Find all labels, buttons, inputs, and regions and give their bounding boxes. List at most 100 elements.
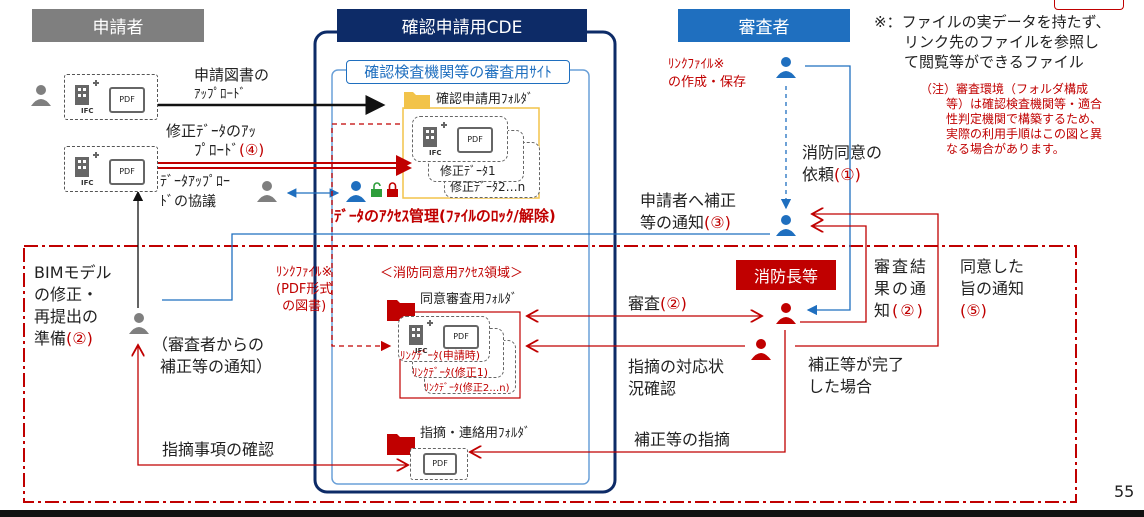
note-sub-line: （注）審査環境（フォルダ構成 — [920, 82, 1089, 96]
applicant-file-box: IFC PDF — [64, 74, 158, 120]
unlock-icon — [371, 182, 382, 197]
applicant-fix-box: IFC PDF — [64, 146, 158, 192]
page-number: 55 — [1114, 482, 1135, 501]
fix-upload-text: ﾌﾟﾛｰﾄﾞ — [194, 141, 240, 159]
rev-file-2-label: 修正ﾃﾞｰﾀ2…n — [450, 180, 526, 194]
completed-line: した場合 — [808, 377, 873, 396]
bim-fix-line-4: 準備(②) — [34, 328, 112, 350]
link-rev2-label: ﾘﾝｸﾃﾞｰﾀ(修正2…n) — [424, 383, 510, 394]
bottom-bar — [0, 510, 1144, 517]
folder-icon — [404, 92, 430, 109]
note-sub-line: 実際の利用手順はこの図と異 — [946, 127, 1103, 141]
svg-text:IFC: IFC — [81, 107, 94, 115]
person-icon — [257, 181, 277, 202]
fire-request-line-2: 依頼(①) — [802, 164, 882, 186]
person-icon — [776, 57, 796, 78]
result-notice-text: 知 — [874, 301, 893, 320]
rev-file-1-label: 修正ﾃﾞｰﾀ1 — [440, 164, 496, 178]
svg-text:IFC: IFC — [429, 149, 442, 157]
upload-label-line: ｱｯﾌﾟﾛｰﾄﾞ — [194, 87, 246, 102]
pdf-icon: PDF — [443, 325, 479, 349]
link-create-label: ﾘﾝｸﾌｧｲﾙ※ の作成・保存 — [668, 56, 746, 92]
header-applicant: 申請者 — [32, 9, 204, 42]
note-main: ※：ファイルの実データを持たず、 リンク先のファイルを参照し て閲覧等ができるフ… — [874, 12, 1111, 72]
bim-fix-label: BIMモデル の修正・ 再提出の 準備(②) — [34, 262, 112, 350]
note-sub-line: なる場合があります。 — [946, 142, 1065, 156]
link-pdf-line: の図書) — [282, 299, 327, 314]
folder-icon — [387, 434, 415, 455]
consent-notice-num: (⑤) — [960, 301, 987, 320]
header-reviewer: 審査者 — [678, 9, 850, 42]
fire-request-label: 消防同意の 依頼(①) — [802, 142, 882, 186]
ifc-building-icon: IFC — [75, 80, 99, 115]
svg-text:IFC: IFC — [81, 179, 94, 187]
fire-consent-region — [23, 245, 1077, 503]
link-initial-label: ﾘﾝｸﾃﾞｰﾀ(申請時) — [400, 349, 481, 362]
review-num: (②) — [660, 294, 687, 313]
note-main-line: て閲覧等ができるファイル — [904, 53, 1084, 71]
svg-text:IFC: IFC — [415, 347, 428, 355]
lock-icon — [387, 182, 398, 197]
consent-notice-line: 同意した — [960, 257, 1025, 276]
pdf-icon: PDF — [423, 453, 457, 475]
comment-file-box: PDF — [410, 448, 468, 480]
fix-upload-line: 修正ﾃﾞｰﾀのｱｯ — [166, 122, 257, 140]
correction-comment-label: 補正等の指摘 — [634, 430, 731, 449]
fix-upload-label: 修正ﾃﾞｰﾀのｱｯ ﾌﾟﾛｰﾄﾞ(④) — [166, 122, 264, 160]
result-notice-line: 審査結 — [874, 257, 929, 276]
notify-applicant-label: 申請者へ補正 等の通知(③) — [640, 190, 736, 234]
folder-icon — [387, 300, 415, 321]
folder-confirm-label: 確認申請用ﾌｫﾙﾀﾞ — [436, 92, 534, 107]
header-cde: 確認申請用CDE — [337, 9, 587, 42]
fix-upload-num: (④) — [239, 141, 265, 159]
person-icon — [346, 181, 366, 202]
check-status-line: 指摘の対応状 — [628, 357, 725, 376]
consent-notice-line: 旨の通知 — [960, 279, 1025, 298]
consent-notice-label: 同意した 旨の通知 (⑤) — [960, 256, 1024, 322]
from-reviewer-line: 補正等の通知） — [160, 357, 273, 376]
completed-label: 補正等が完了 した場合 — [808, 354, 904, 398]
from-reviewer-line: （審査者からの — [152, 335, 265, 354]
result-notice-num: (②) — [892, 301, 925, 320]
note-sub-line: 等）は確認検査機関等・適合 — [946, 97, 1103, 111]
note-main-line: リンク先のファイルを参照し — [904, 33, 1100, 51]
review-label: 審査(②) — [628, 294, 687, 314]
person-icon — [751, 339, 771, 360]
fire-request-num: (①) — [834, 165, 861, 184]
note-sub: （注）審査環境（フォルダ構成 等）は確認検査機関等・適合 性判定機関で構築するた… — [920, 82, 1102, 157]
ifc-building-icon: IFC — [409, 320, 433, 355]
fire-request-line: 消防同意の — [802, 143, 883, 162]
result-notice-label: 審査結 果の通 知(②) — [874, 256, 928, 322]
rev-file-main: IFC PDF — [412, 116, 508, 162]
bim-fix-line: BIMモデル — [34, 263, 112, 282]
person-icon — [776, 303, 796, 324]
link-rev1-label: ﾘﾝｸﾃﾞｰﾀ(修正1) — [412, 366, 489, 379]
result-notice-line-3: 知(②) — [874, 300, 928, 322]
ifc-building-icon: IFC — [423, 122, 447, 157]
notify-applicant-line-2: 等の通知(③) — [640, 212, 736, 234]
notify-applicant-num: (③) — [704, 213, 731, 232]
confirm-items-label: 指摘事項の確認 — [162, 440, 275, 459]
access-mgmt-label: ﾃﾞｰﾀのｱｸｾｽ管理(ﾌｧｲﾙのﾛｯｸ/解除) — [334, 207, 556, 225]
upload-label: 申請図書の ｱｯﾌﾟﾛｰﾄﾞ — [194, 66, 269, 104]
ifc-building-icon: IFC — [75, 152, 99, 187]
result-notice-line: 果の通 — [874, 279, 929, 298]
note-sub-line: 性判定機関で構築するため、 — [946, 112, 1103, 126]
fire-area-label: ＜消防同意用ｱｸｾｽ領域＞ — [380, 266, 524, 281]
bim-fix-line: 再提出の — [34, 307, 99, 326]
review-text: 審査 — [628, 294, 661, 313]
link-pdf-label: ﾘﾝｸﾌｧｲﾙ※ (PDF形式 の図書) — [276, 264, 332, 315]
bim-fix-num: (②) — [66, 329, 93, 348]
person-icon — [31, 85, 51, 106]
note-main-line: ※：ファイルの実データを持たず、 — [874, 13, 1111, 31]
link-pdf-line: ﾘﾝｸﾌｧｲﾙ※ — [276, 265, 333, 280]
bim-fix-line: の修正・ — [34, 285, 99, 304]
check-status-label: 指摘の対応状 況確認 — [628, 356, 724, 400]
review-site-label: 確認検査機関等の審査用ｻｲﾄ — [346, 60, 570, 84]
person-icon — [129, 313, 149, 334]
data-consult-line: ﾄﾞの協議 — [160, 194, 216, 210]
pdf-icon: PDF — [109, 87, 145, 113]
data-consult-label: ﾃﾞｰﾀｱｯﾌﾟﾛｰ ﾄﾞの協議 — [160, 172, 230, 212]
link-create-line: の作成・保存 — [668, 75, 747, 90]
link-create-line: ﾘﾝｸﾌｧｲﾙ※ — [668, 57, 725, 72]
